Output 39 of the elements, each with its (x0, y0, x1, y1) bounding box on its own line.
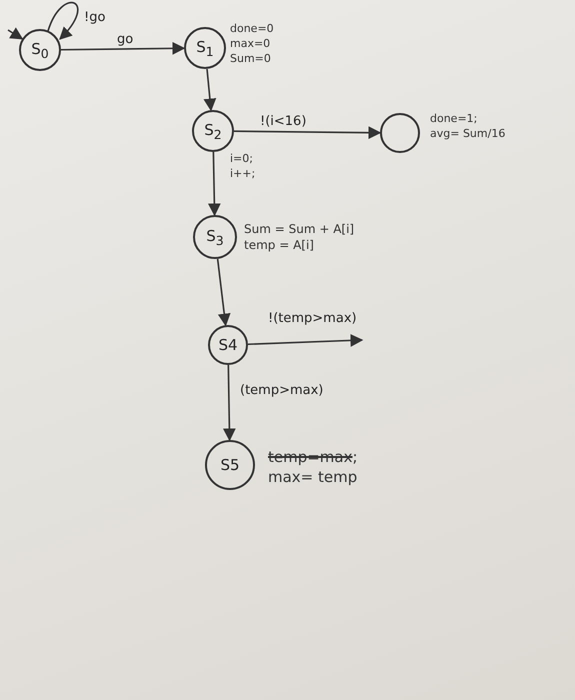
empty-state-circle (380, 113, 420, 153)
state-circle (208, 325, 248, 365)
state-circle (192, 110, 234, 152)
arrow (8, 27, 24, 40)
arrow (61, 42, 186, 55)
edge-label: (temp>max) (239, 383, 324, 398)
state-name: S$_{1}$ (196, 38, 214, 58)
edge-label: go (116, 32, 134, 47)
state-name: S5 (220, 456, 240, 474)
annotation-text: max= temp (268, 468, 358, 486)
annotation-text: avg= Sum/16 (430, 127, 506, 140)
edge-label: !go (83, 10, 106, 25)
state-name: S$_{0}$ (31, 40, 49, 60)
state-circle (184, 27, 226, 69)
state-name: S$_{3}$ (206, 226, 224, 248)
annotation-text: max=0 (230, 37, 272, 50)
state-circle (205, 440, 255, 490)
arrow (216, 258, 231, 326)
edge-label: !(i<16) (259, 114, 308, 129)
struck-text: temp=max (268, 448, 352, 466)
state-name: S4 (218, 336, 238, 354)
arrow (208, 152, 221, 216)
annotation-text: temp = A[i] (244, 238, 315, 252)
annotation-text: Sum=0 (230, 52, 272, 65)
arrow (47, 2, 79, 40)
arrow (204, 68, 216, 112)
state-circle (193, 215, 237, 259)
annotation-text: done=1; (430, 112, 478, 125)
arrow (223, 364, 236, 442)
state-circle (19, 29, 61, 71)
edge-label: !(temp>max) (267, 311, 358, 326)
annotation-text: i++; (230, 167, 256, 180)
annotation-text: done=0 (230, 22, 274, 35)
annotation-text: ; (352, 448, 358, 466)
annotation-text: Sum = Sum + A[i] (244, 222, 354, 236)
arrow (234, 126, 382, 140)
arrow (248, 334, 364, 347)
state-name: S$_{2}$ (204, 120, 222, 142)
annotation-text: i=0; (230, 152, 254, 165)
